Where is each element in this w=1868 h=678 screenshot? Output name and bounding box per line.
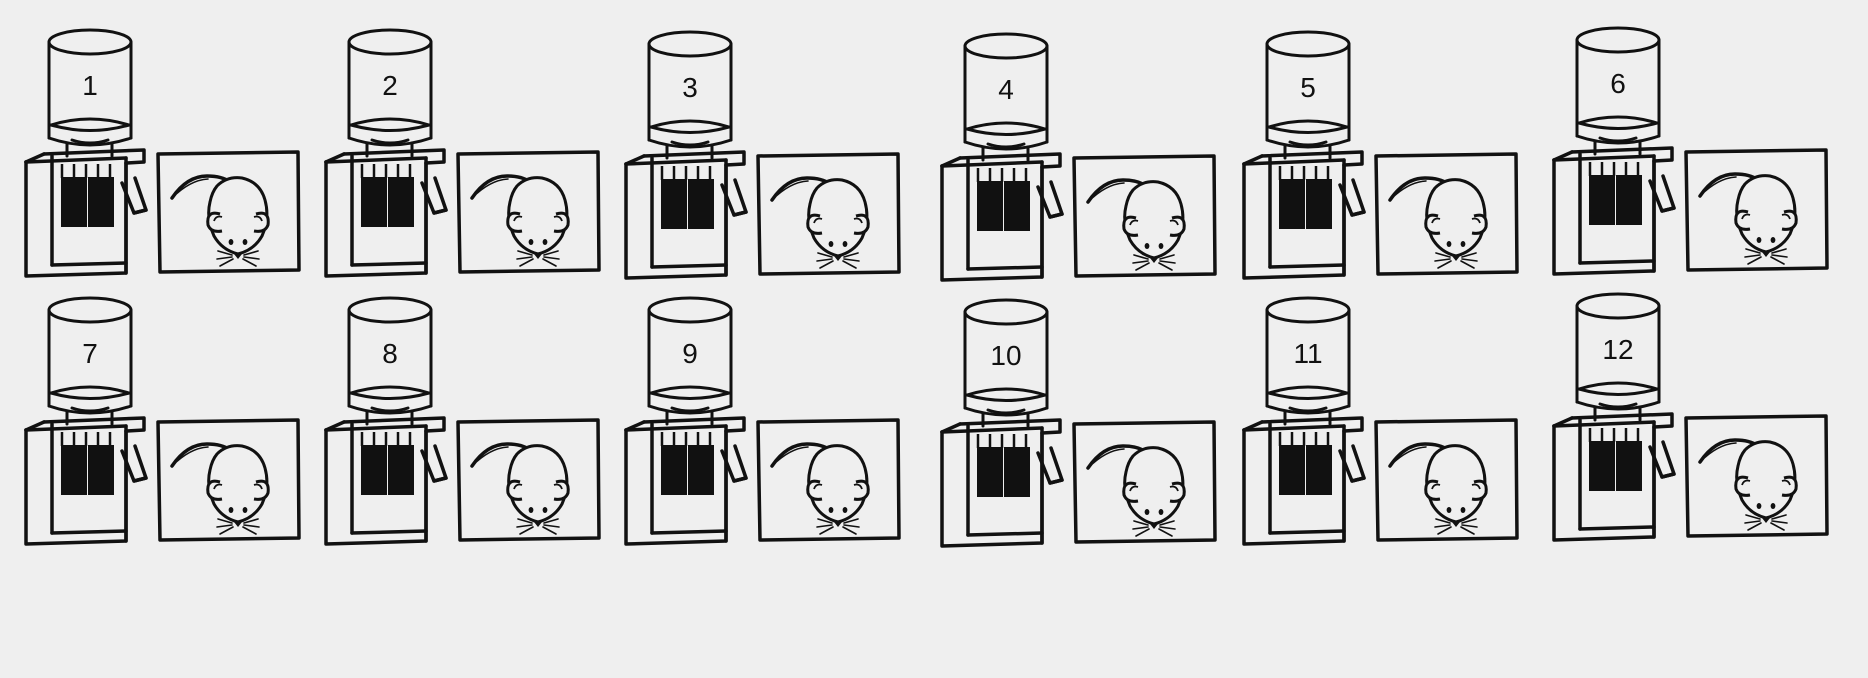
- unit-number-label: 2: [382, 70, 398, 101]
- mouse-icon: [1072, 154, 1217, 278]
- dispenser-unit-6: 6: [1550, 16, 1850, 286]
- unit-number-label: 12: [1602, 334, 1634, 365]
- dispenser-unit-10: 10: [938, 288, 1238, 558]
- dispenser-unit-5: 5: [1240, 20, 1540, 290]
- water-bottle-dispenser-icon: [24, 28, 301, 278]
- unit-number-label: 5: [1300, 72, 1316, 103]
- unit-number-label: 7: [82, 338, 98, 369]
- mouse-icon: [1072, 420, 1217, 544]
- mouse-icon: [456, 150, 601, 274]
- mouse-icon: [1684, 414, 1829, 538]
- mouse-icon: [156, 418, 301, 542]
- dispenser-unit-2: 2: [322, 18, 622, 288]
- dispenser-unit-12: 12: [1550, 282, 1850, 552]
- mouse-icon: [756, 152, 901, 276]
- unit-number-label: 1: [82, 70, 98, 101]
- dispenser-unit-11: 11: [1240, 286, 1540, 556]
- water-bottle-dispenser-icon: [1552, 292, 1829, 542]
- unit-number-label: 4: [998, 74, 1014, 105]
- water-bottle-dispenser-icon: [324, 296, 601, 546]
- water-bottle-dispenser-icon: [24, 296, 301, 546]
- water-bottle-dispenser-icon: [624, 296, 901, 546]
- mouse-icon: [156, 150, 301, 274]
- water-bottle-dispenser-icon: [1242, 296, 1519, 546]
- dispenser-unit-8: 8: [322, 286, 622, 556]
- water-bottle-dispenser-icon: [624, 30, 901, 280]
- dispenser-unit-9: 9: [622, 286, 922, 556]
- dispenser-unit-3: 3: [622, 20, 922, 290]
- mouse-icon: [756, 418, 901, 542]
- dispenser-unit-4: 4: [938, 22, 1238, 292]
- mouse-icon: [456, 418, 601, 542]
- dispenser-unit-1: 1: [22, 18, 322, 288]
- unit-number-label: 3: [682, 72, 698, 103]
- unit-number-label: 9: [682, 338, 698, 369]
- unit-number-label: 6: [1610, 68, 1626, 99]
- water-bottle-dispenser-icon: [940, 298, 1217, 548]
- mouse-icon: [1684, 148, 1829, 272]
- unit-number-label: 10: [990, 340, 1022, 371]
- water-bottle-dispenser-icon: [940, 32, 1217, 282]
- water-bottle-dispenser-icon: [324, 28, 601, 278]
- mouse-icon: [1374, 152, 1519, 276]
- mouse-icon: [1374, 418, 1519, 542]
- water-bottle-dispenser-icon: [1242, 30, 1519, 280]
- dispenser-unit-7: 7: [22, 286, 322, 556]
- unit-number-label: 11: [1293, 338, 1323, 369]
- unit-number-label: 8: [382, 338, 398, 369]
- water-bottle-dispenser-icon: [1552, 26, 1829, 276]
